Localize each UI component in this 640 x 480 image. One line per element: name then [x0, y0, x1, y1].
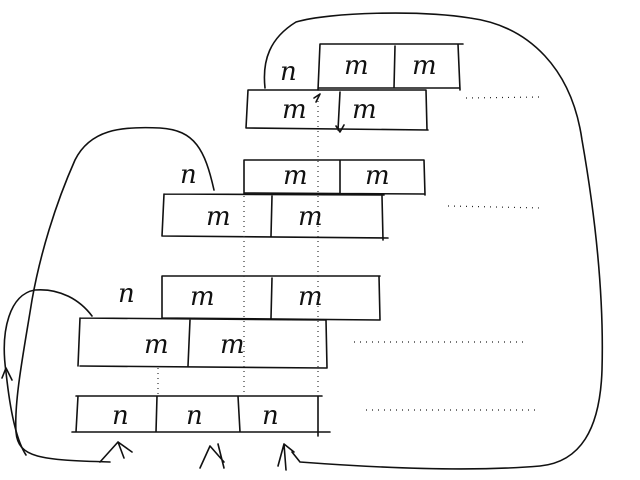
arrowhead-small — [313, 93, 321, 103]
cell-label: m — [344, 51, 369, 81]
cell-label: m — [282, 95, 307, 125]
row-4: m m — [161, 193, 389, 241]
dotted-continuation — [465, 96, 541, 99]
row-box — [161, 193, 389, 241]
cell-label: m — [144, 330, 169, 360]
row-6: m m — [77, 317, 328, 369]
row-box — [77, 317, 328, 369]
arrow-up — [277, 443, 295, 471]
prefix-label: n — [280, 57, 297, 87]
row-1: m m — [317, 43, 464, 91]
row-box — [317, 43, 464, 91]
cell-label: n — [262, 401, 279, 431]
prefix-label: n — [118, 279, 135, 309]
cell-label: m — [190, 282, 215, 312]
cell-label: m — [298, 282, 323, 312]
arrow-up — [199, 443, 225, 469]
row-2: m m — [245, 89, 429, 131]
row-box — [71, 395, 331, 437]
cell-label: m — [220, 330, 245, 360]
arrowhead-small — [335, 124, 345, 133]
outer-loop — [263, 12, 604, 470]
row-box — [245, 89, 429, 131]
row-box — [243, 159, 426, 196]
dotted-continuation — [447, 205, 543, 209]
small-left-curve — [3, 289, 93, 456]
arrow-up — [99, 441, 133, 463]
left-loop — [14, 126, 215, 463]
cell-label: m — [206, 202, 231, 232]
cell-label: m — [283, 161, 308, 191]
row-3: m m — [243, 159, 426, 196]
row-7: n n n — [71, 395, 331, 437]
cell-label: n — [186, 401, 203, 431]
prefix-label: n — [180, 160, 197, 190]
cell-label: m — [298, 202, 323, 232]
cell-label: n — [112, 401, 129, 431]
cell-label: m — [365, 161, 390, 191]
cell-label: m — [412, 51, 437, 81]
row-5: m m — [161, 275, 381, 321]
cell-label: m — [352, 95, 377, 125]
arrowhead-left — [1, 367, 13, 381]
